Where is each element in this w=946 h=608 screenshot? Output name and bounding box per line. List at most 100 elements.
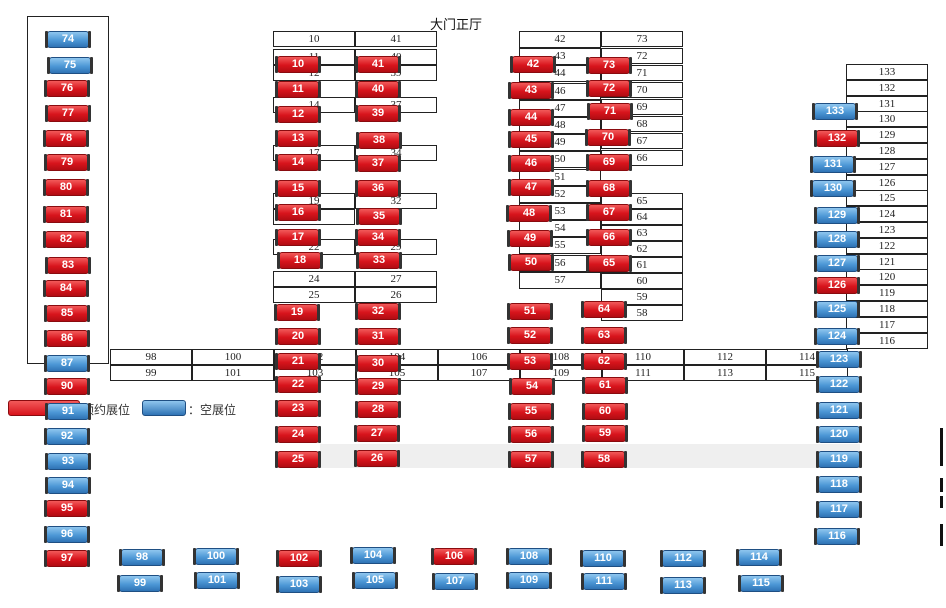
booth-132-booked[interactable]: 132 bbox=[814, 130, 860, 147]
booth-112-empty[interactable]: 112 bbox=[660, 550, 706, 567]
booth-28-booked[interactable]: 28 bbox=[355, 401, 401, 418]
booth-92-empty[interactable]: 92 bbox=[44, 428, 90, 445]
booth-21-booked[interactable]: 21 bbox=[275, 353, 321, 370]
booth-95-booked[interactable]: 95 bbox=[44, 500, 90, 517]
booth-111-empty[interactable]: 111 bbox=[581, 573, 627, 590]
booth-59-booked[interactable]: 59 bbox=[582, 425, 628, 442]
booth-29-booked[interactable]: 29 bbox=[355, 378, 401, 395]
booth-74-empty[interactable]: 74 bbox=[45, 31, 91, 48]
booth-77-booked[interactable]: 77 bbox=[45, 105, 91, 122]
booth-76-booked[interactable]: 76 bbox=[44, 80, 90, 97]
booth-121-empty[interactable]: 121 bbox=[816, 402, 862, 419]
booth-52-booked[interactable]: 52 bbox=[507, 327, 553, 344]
booth-129-empty[interactable]: 129 bbox=[814, 207, 860, 224]
booth-103-empty[interactable]: 103 bbox=[276, 576, 322, 593]
booth-85-booked[interactable]: 85 bbox=[44, 305, 90, 322]
booth-83-booked[interactable]: 83 bbox=[45, 257, 91, 274]
booth-20-booked[interactable]: 20 bbox=[275, 328, 321, 345]
booth-116-empty[interactable]: 116 bbox=[814, 528, 860, 545]
booth-81-booked[interactable]: 81 bbox=[43, 206, 89, 223]
booth-47-booked[interactable]: 47 bbox=[508, 179, 554, 196]
booth-13-booked[interactable]: 13 bbox=[275, 130, 321, 147]
booth-56-booked[interactable]: 56 bbox=[508, 426, 554, 443]
booth-10-booked[interactable]: 10 bbox=[275, 56, 321, 73]
booth-104-empty[interactable]: 104 bbox=[350, 547, 396, 564]
booth-117-empty[interactable]: 117 bbox=[816, 501, 862, 518]
booth-99-empty[interactable]: 99 bbox=[117, 575, 163, 592]
booth-38-booked[interactable]: 38 bbox=[356, 132, 402, 149]
booth-26-booked[interactable]: 26 bbox=[354, 450, 400, 467]
booth-123-empty[interactable]: 123 bbox=[816, 351, 862, 368]
booth-42-booked[interactable]: 42 bbox=[510, 56, 556, 73]
booth-49-booked[interactable]: 49 bbox=[507, 230, 553, 247]
booth-101-empty[interactable]: 101 bbox=[194, 572, 240, 589]
booth-94-empty[interactable]: 94 bbox=[45, 477, 91, 494]
booth-19-booked[interactable]: 19 bbox=[274, 304, 320, 321]
booth-33-booked[interactable]: 33 bbox=[356, 252, 402, 269]
booth-86-booked[interactable]: 86 bbox=[44, 330, 90, 347]
booth-65-booked[interactable]: 65 bbox=[586, 255, 632, 272]
booth-127-empty[interactable]: 127 bbox=[814, 255, 860, 272]
booth-40-booked[interactable]: 40 bbox=[355, 81, 401, 98]
booth-30-booked[interactable]: 30 bbox=[355, 355, 401, 372]
booth-67-booked[interactable]: 67 bbox=[586, 204, 632, 221]
booth-12-booked[interactable]: 12 bbox=[275, 106, 321, 123]
booth-14-booked[interactable]: 14 bbox=[275, 154, 321, 171]
booth-17-booked[interactable]: 17 bbox=[275, 229, 321, 246]
booth-100-empty[interactable]: 100 bbox=[193, 548, 239, 565]
booth-36-booked[interactable]: 36 bbox=[355, 180, 401, 197]
booth-15-booked[interactable]: 15 bbox=[275, 180, 321, 197]
booth-108-empty[interactable]: 108 bbox=[506, 548, 552, 565]
booth-48-booked[interactable]: 48 bbox=[506, 205, 552, 222]
booth-107-empty[interactable]: 107 bbox=[432, 573, 478, 590]
booth-126-booked[interactable]: 126 bbox=[814, 277, 860, 294]
booth-69-booked[interactable]: 69 bbox=[586, 154, 632, 171]
booth-46-booked[interactable]: 46 bbox=[508, 155, 554, 172]
booth-122-empty[interactable]: 122 bbox=[816, 376, 862, 393]
booth-72-booked[interactable]: 72 bbox=[586, 80, 632, 97]
booth-97-booked[interactable]: 97 bbox=[44, 550, 90, 567]
booth-54-booked[interactable]: 54 bbox=[509, 378, 555, 395]
booth-37-booked[interactable]: 37 bbox=[355, 155, 401, 172]
booth-55-booked[interactable]: 55 bbox=[508, 403, 554, 420]
booth-73-booked[interactable]: 73 bbox=[586, 57, 632, 74]
booth-11-booked[interactable]: 11 bbox=[275, 81, 321, 98]
booth-58-booked[interactable]: 58 bbox=[581, 451, 627, 468]
booth-44-booked[interactable]: 44 bbox=[508, 109, 554, 126]
booth-130-empty[interactable]: 130 bbox=[810, 180, 856, 197]
booth-32-booked[interactable]: 32 bbox=[355, 303, 401, 320]
booth-57-booked[interactable]: 57 bbox=[508, 451, 554, 468]
booth-113-empty[interactable]: 113 bbox=[660, 577, 706, 594]
booth-18-booked[interactable]: 18 bbox=[277, 252, 323, 269]
booth-22-booked[interactable]: 22 bbox=[275, 376, 321, 393]
booth-79-booked[interactable]: 79 bbox=[44, 154, 90, 171]
booth-82-booked[interactable]: 82 bbox=[43, 231, 89, 248]
booth-109-empty[interactable]: 109 bbox=[506, 572, 552, 589]
booth-60-booked[interactable]: 60 bbox=[582, 403, 628, 420]
booth-125-empty[interactable]: 125 bbox=[814, 301, 860, 318]
booth-45-booked[interactable]: 45 bbox=[508, 131, 554, 148]
booth-70-booked[interactable]: 70 bbox=[585, 129, 631, 146]
booth-128-empty[interactable]: 128 bbox=[814, 231, 860, 248]
booth-80-booked[interactable]: 80 bbox=[43, 179, 89, 196]
booth-68-booked[interactable]: 68 bbox=[586, 180, 632, 197]
booth-115-empty[interactable]: 115 bbox=[738, 575, 784, 592]
booth-91-empty[interactable]: 91 bbox=[45, 403, 91, 420]
booth-133-empty[interactable]: 133 bbox=[812, 103, 858, 120]
booth-27-booked[interactable]: 27 bbox=[354, 425, 400, 442]
booth-31-booked[interactable]: 31 bbox=[355, 328, 401, 345]
booth-93-empty[interactable]: 93 bbox=[45, 453, 91, 470]
booth-131-empty[interactable]: 131 bbox=[810, 156, 856, 173]
booth-110-empty[interactable]: 110 bbox=[580, 550, 626, 567]
booth-63-booked[interactable]: 63 bbox=[581, 327, 627, 344]
booth-43-booked[interactable]: 43 bbox=[508, 82, 554, 99]
booth-78-booked[interactable]: 78 bbox=[43, 130, 89, 147]
booth-102-booked[interactable]: 102 bbox=[276, 550, 322, 567]
booth-75-empty[interactable]: 75 bbox=[47, 57, 93, 74]
booth-96-empty[interactable]: 96 bbox=[44, 526, 90, 543]
booth-84-booked[interactable]: 84 bbox=[43, 280, 89, 297]
booth-53-booked[interactable]: 53 bbox=[507, 353, 553, 370]
booth-39-booked[interactable]: 39 bbox=[355, 105, 401, 122]
booth-66-booked[interactable]: 66 bbox=[586, 229, 632, 246]
booth-62-booked[interactable]: 62 bbox=[581, 353, 627, 370]
